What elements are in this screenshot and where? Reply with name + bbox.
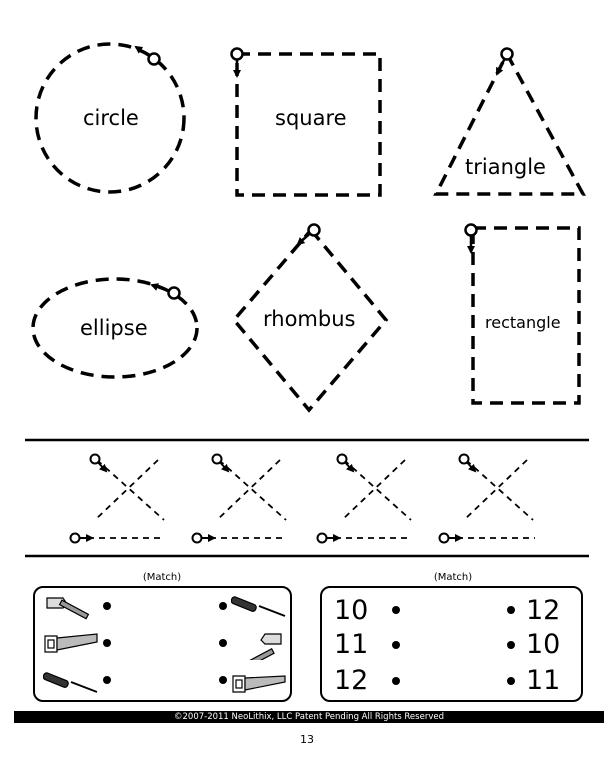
match-right-title: (Match) bbox=[433, 572, 473, 583]
ellipse-start-marker bbox=[150, 283, 181, 300]
rhombus-start-marker bbox=[296, 223, 321, 246]
saw-icon bbox=[44, 633, 98, 653]
match-dot[interactable] bbox=[103, 639, 111, 647]
rectangle-label: rectangle bbox=[485, 313, 561, 332]
match-dot[interactable] bbox=[392, 677, 400, 685]
x-trace-3[interactable] bbox=[324, 459, 412, 539]
rhombus-trace[interactable] bbox=[231, 227, 389, 413]
match-dot[interactable] bbox=[103, 602, 111, 610]
left-number: 11 bbox=[334, 629, 369, 660]
circle-label: circle bbox=[83, 106, 139, 130]
square-label: square bbox=[275, 106, 347, 130]
triangle-trace[interactable] bbox=[433, 50, 586, 196]
ellipse-label: ellipse bbox=[80, 316, 148, 340]
screwdriver-icon bbox=[231, 596, 286, 617]
square-trace[interactable] bbox=[235, 52, 382, 197]
saw-icon bbox=[232, 675, 286, 693]
rectangle-start-marker bbox=[464, 223, 478, 254]
x-trace-4[interactable] bbox=[446, 459, 535, 539]
match-dot[interactable] bbox=[392, 641, 400, 649]
match-dot[interactable] bbox=[103, 676, 111, 684]
left-number: 12 bbox=[334, 665, 369, 696]
right-number: 11 bbox=[526, 665, 561, 696]
match-dot[interactable] bbox=[507, 606, 515, 614]
x-start-markers bbox=[69, 453, 477, 544]
match-dot[interactable] bbox=[219, 602, 227, 610]
circle-trace[interactable] bbox=[34, 42, 186, 194]
circle-start-marker bbox=[134, 45, 161, 66]
match-dot[interactable] bbox=[219, 676, 227, 684]
page-number: 13 bbox=[300, 733, 314, 746]
right-number: 10 bbox=[526, 629, 561, 660]
right-number: 12 bbox=[526, 595, 561, 626]
square-start-marker bbox=[230, 47, 244, 78]
rhombus-label: rhombus bbox=[263, 307, 356, 331]
copyright-bar: ©2007-2011 NeoLithix, LLC Patent Pending… bbox=[14, 711, 604, 723]
triangle-start-marker bbox=[495, 47, 514, 76]
x-trace-2[interactable] bbox=[199, 459, 287, 539]
triangle-label: triangle bbox=[465, 155, 546, 179]
match-left-title: (Match) bbox=[142, 572, 182, 583]
left-number: 10 bbox=[334, 595, 369, 626]
match-dot[interactable] bbox=[219, 639, 227, 647]
number-match-box: 10 11 12 12 10 11 bbox=[320, 586, 583, 702]
x-trace-1[interactable] bbox=[77, 459, 165, 539]
screwdriver-icon bbox=[43, 672, 98, 693]
match-dot[interactable] bbox=[392, 606, 400, 614]
tool-match-box bbox=[33, 586, 292, 702]
ellipse-trace[interactable] bbox=[31, 277, 199, 379]
rectangle-trace[interactable] bbox=[471, 226, 581, 405]
hammer-icon bbox=[244, 633, 282, 660]
hammer-icon bbox=[46, 597, 90, 620]
match-dot[interactable] bbox=[507, 641, 515, 649]
match-dot[interactable] bbox=[507, 677, 515, 685]
